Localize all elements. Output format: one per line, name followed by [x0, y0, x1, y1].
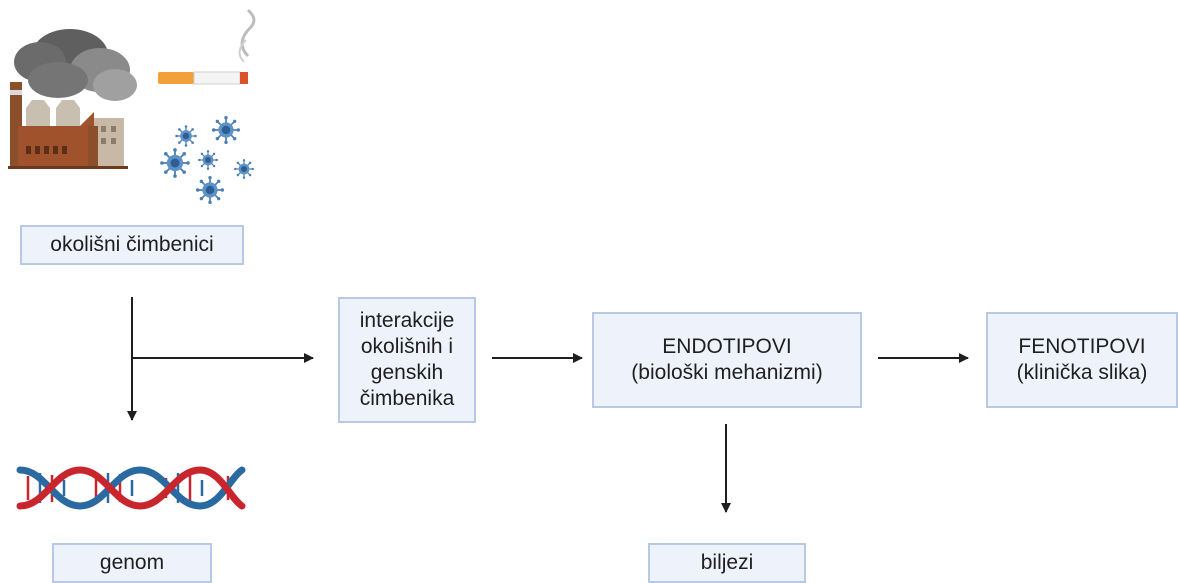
interaction-line-2: okolišnih i — [360, 335, 454, 358]
interaction-line-4: čimbenika — [359, 387, 455, 410]
phenotypes-box: FENOTIPOVI (klinička slika) — [986, 312, 1178, 408]
genome-label: genom — [99, 551, 165, 574]
cigarette-icon — [158, 8, 256, 85]
factory-icon — [8, 29, 137, 169]
dna-icon — [16, 466, 246, 510]
phenotypes-title: FENOTIPOVI — [1018, 335, 1146, 358]
interaction-line-1: interakcije — [359, 309, 455, 332]
markers-box: biljezi — [648, 543, 806, 583]
phenotypes-subtitle: (klinička slika) — [1016, 361, 1148, 384]
endotypes-subtitle: (biološki mehanizmi) — [631, 361, 823, 384]
virus-icon — [159, 115, 255, 205]
interaction-box: interakcije okolišnih i genskih čimbenik… — [338, 297, 476, 423]
environment-factors-label: okolišni čimbenici — [50, 233, 214, 256]
endotypes-title: ENDOTIPOVI — [662, 335, 792, 358]
genome-box: genom — [52, 543, 212, 583]
interaction-line-3: genskih — [370, 361, 444, 384]
markers-label: biljezi — [700, 551, 754, 574]
endotypes-box: ENDOTIPOVI (biološki mehanizmi) — [592, 312, 862, 408]
environment-factors-box: okolišni čimbenici — [20, 225, 244, 265]
